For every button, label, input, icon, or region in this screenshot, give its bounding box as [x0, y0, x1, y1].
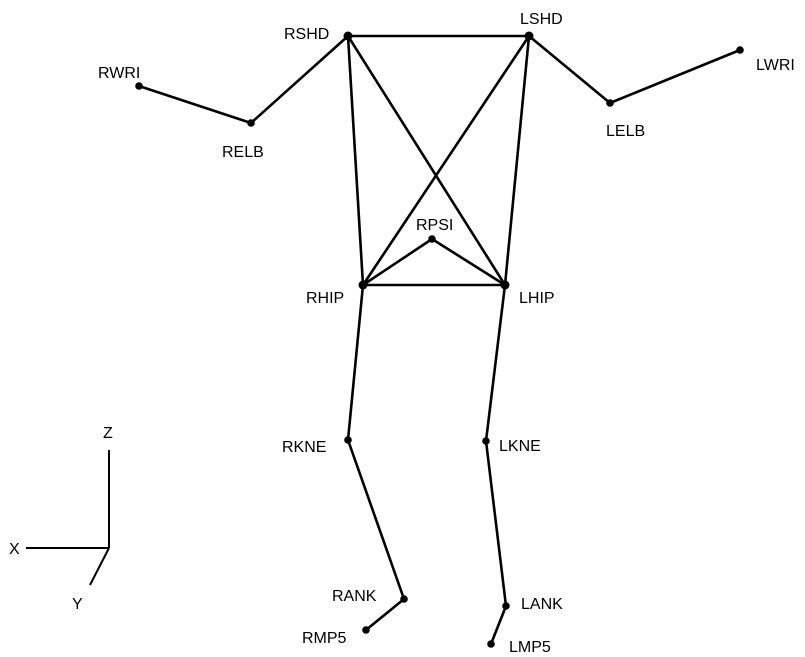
segment-lkne-lank [484, 439, 508, 608]
segment-rwri-relb [137, 84, 253, 125]
segment-rshd-rhip [346, 34, 365, 287]
label-rkne: RKNE [282, 439, 326, 456]
marker-dot-rpsi [428, 235, 436, 243]
marker-dot-lank [502, 602, 510, 610]
label-lelb: LELB [606, 123, 645, 140]
marker-dot-lmp5 [487, 640, 495, 648]
axis-label-x: X [9, 541, 20, 558]
segment-lshd-lhip [503, 34, 531, 287]
segment-rpsi-lhip [430, 237, 507, 287]
label-lhip: LHIP [519, 290, 555, 307]
segment-lshd-rhip [361, 34, 531, 287]
label-rhip: RHIP [306, 290, 344, 307]
segment-relb-rshd [249, 34, 350, 125]
marker-dot-rmp5 [362, 626, 370, 634]
label-lshd: LSHD [520, 11, 563, 28]
marker-dot-lshd [524, 31, 534, 41]
marker-dot-rkne [344, 436, 352, 444]
marker-dot-relb [247, 119, 255, 127]
segment-rkne-rank [346, 438, 406, 601]
label-rmp5: RMP5 [302, 630, 347, 647]
marker-dot-lkne [482, 437, 490, 445]
segment-lhip-lkne [484, 283, 507, 443]
marker-dot-rhip [358, 280, 368, 290]
marker-dot-rwri [135, 82, 143, 90]
marker-points [135, 31, 744, 648]
segment-lelb-lwri [608, 48, 742, 105]
segment-rhip-rpsi [361, 237, 434, 287]
segment-lshd-lelb [527, 34, 612, 105]
segment-rank-rmp5 [364, 597, 406, 632]
segments [137, 34, 742, 646]
coordinate-axes: Z X Y [9, 425, 113, 613]
marker-dot-lelb [606, 99, 614, 107]
label-rpsi: RPSI [416, 217, 453, 234]
label-rank: RANK [332, 588, 377, 605]
marker-dot-lwri [736, 46, 744, 54]
marker-labels: RSHD LSHD RWRI RELB LELB LWRI RPSI RHIP … [98, 11, 795, 656]
marker-dot-lhip [500, 280, 510, 290]
label-lmp5: LMP5 [509, 639, 551, 656]
label-lwri: LWRI [756, 57, 795, 74]
segment-rshd-lhip [346, 34, 507, 287]
axis-label-z: Z [103, 425, 113, 442]
segment-lank-lmp5 [489, 604, 508, 646]
segment-rhip-rkne [346, 283, 365, 442]
marker-dot-rank [400, 595, 408, 603]
label-lkne: LKNE [499, 438, 541, 455]
label-rshd: RSHD [284, 26, 329, 43]
label-lank: LANK [521, 596, 563, 613]
y-axis-line [89, 547, 110, 586]
label-relb: RELB [222, 144, 264, 161]
axis-label-y: Y [72, 596, 83, 613]
marker-dot-rshd [343, 31, 353, 41]
label-rwri: RWRI [98, 65, 140, 82]
